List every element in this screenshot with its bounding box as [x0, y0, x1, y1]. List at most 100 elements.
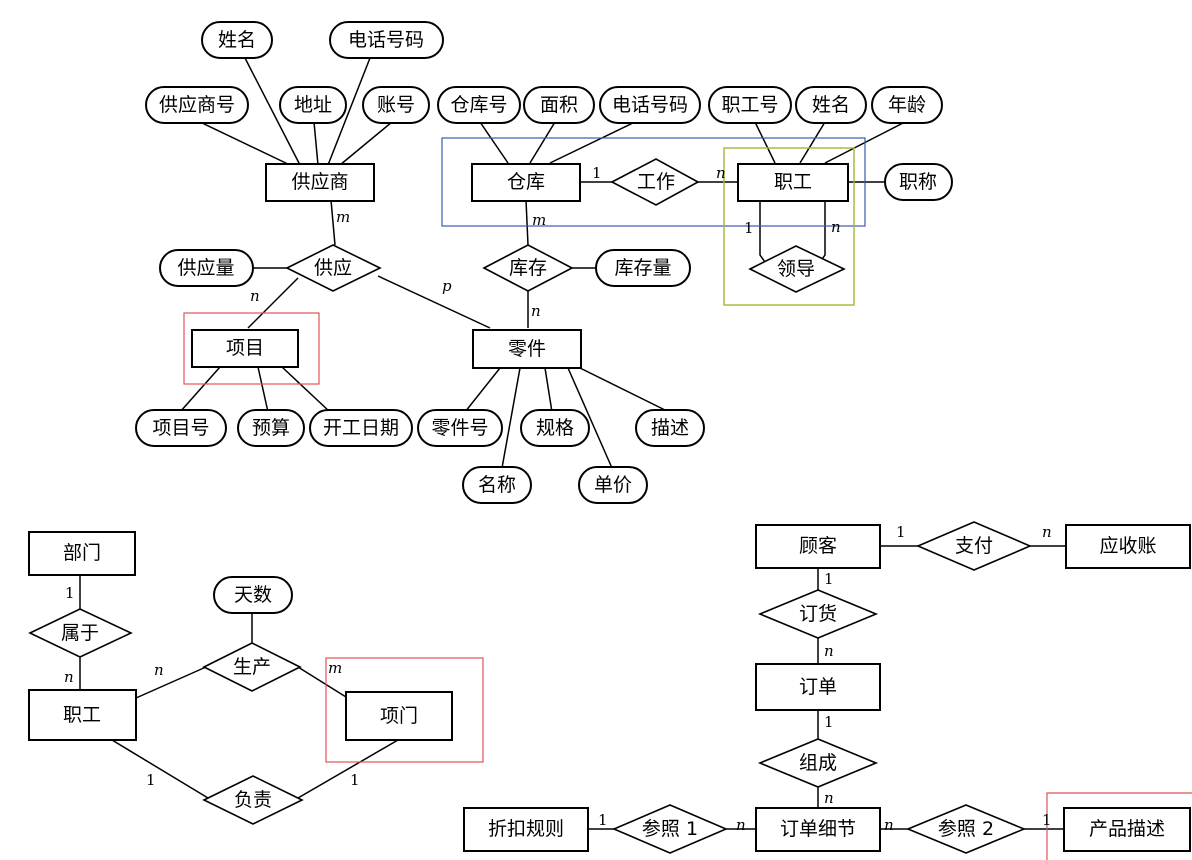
entity-department: 部门 [28, 531, 136, 576]
card-supply-project: n [250, 287, 260, 305]
svg-text:生产: 生产 [233, 656, 271, 678]
svg-text:参照 1: 参照 1 [642, 818, 698, 840]
blue-highlight-box [441, 137, 866, 227]
svg-text:职称: 职称 [899, 171, 937, 193]
svg-text:姓名: 姓名 [812, 94, 850, 116]
svg-text:零件: 零件 [508, 338, 546, 360]
svg-text:开工日期: 开工日期 [323, 417, 399, 439]
relationship-compose: 组成 [757, 738, 879, 788]
relationship-order-goods: 订货 [757, 589, 879, 639]
svg-text:属于: 属于 [61, 622, 99, 644]
card-produce-xiangmen: m [328, 659, 342, 677]
card-detail-ref2: n [884, 816, 894, 834]
svg-text:工作: 工作 [637, 171, 675, 193]
svg-text:顾客: 顾客 [799, 535, 837, 557]
card-customer-pay: 1 [896, 523, 906, 541]
card-order-compose: 1 [824, 713, 834, 731]
svg-text:年龄: 年龄 [888, 94, 926, 116]
svg-text:负责: 负责 [234, 789, 272, 811]
entity-employee-2: 职工 [28, 689, 137, 741]
svg-text:订单: 订单 [799, 676, 837, 698]
bottom-left-lines [79, 575, 399, 799]
svg-text:项门: 项门 [380, 705, 418, 727]
attribute-address: 地址 [279, 86, 347, 124]
svg-text:姓名: 姓名 [218, 29, 256, 51]
attribute-stock-qty: 库存量 [595, 249, 691, 287]
svg-text:单价: 单价 [594, 474, 632, 496]
entity-xiangmen: 项门 [345, 691, 453, 741]
svg-text:职工: 职工 [774, 171, 812, 193]
attribute-age: 年龄 [871, 86, 943, 124]
red-highlight-box-xiangmen [325, 657, 484, 763]
relationship-supply: 供应 [285, 244, 382, 292]
entity-warehouse: 仓库 [471, 163, 581, 202]
svg-text:部门: 部门 [63, 542, 101, 564]
relationship-inventory: 库存 [482, 244, 574, 292]
card-responsible-xiangmen: 1 [350, 771, 360, 789]
entity-supplier: 供应商 [265, 163, 375, 202]
svg-text:仓库: 仓库 [507, 171, 545, 193]
card-ref2-product: 1 [1042, 811, 1052, 829]
attribute-supply-qty: 供应量 [159, 249, 254, 287]
red-highlight-box-product [1046, 792, 1192, 860]
card-customer-order: 1 [824, 570, 834, 588]
attribute-name-supplier: 姓名 [201, 21, 273, 59]
card-ref1-detail: n [736, 816, 746, 834]
card-order-goods-order: n [824, 642, 834, 660]
attribute-supplier-no: 供应商号 [145, 86, 249, 124]
svg-text:产品描述: 产品描述 [1089, 818, 1165, 840]
svg-text:预算: 预算 [252, 417, 290, 439]
svg-text:账号: 账号 [377, 94, 415, 116]
card-dept-belong: 1 [65, 584, 75, 602]
svg-text:项目: 项目 [226, 337, 264, 359]
red-highlight-box-project [183, 312, 320, 385]
svg-text:供应商: 供应商 [291, 171, 348, 193]
entity-customer: 顾客 [755, 524, 881, 569]
attribute-description: 描述 [635, 409, 705, 447]
relationship-work: 工作 [610, 158, 700, 206]
attribute-days: 天数 [213, 576, 293, 614]
attribute-budget: 预算 [237, 409, 305, 447]
svg-text:应收账: 应收账 [1099, 535, 1156, 557]
attribute-title: 职称 [884, 163, 953, 201]
attribute-name-employee: 姓名 [795, 86, 867, 124]
attribute-unit-price: 单价 [578, 466, 648, 504]
svg-text:零件号: 零件号 [431, 417, 488, 439]
card-supplier-supply: m [336, 208, 350, 226]
svg-text:库存: 库存 [509, 257, 547, 279]
entity-receivable: 应收账 [1065, 524, 1191, 569]
entity-employee: 职工 [737, 163, 849, 202]
svg-text:职工号: 职工号 [721, 94, 778, 116]
card-warehouse-work: 1 [592, 164, 602, 182]
svg-text:仓库号: 仓库号 [450, 94, 507, 116]
svg-text:地址: 地址 [294, 94, 332, 116]
svg-text:项目号: 项目号 [152, 417, 209, 439]
relationship-produce: 生产 [202, 642, 302, 692]
card-employee-produce: n [154, 661, 164, 679]
svg-text:支付: 支付 [955, 535, 993, 557]
relationship-responsible: 负责 [202, 775, 304, 825]
relationship-lead: 领导 [748, 245, 846, 293]
entity-part: 零件 [472, 329, 582, 369]
attribute-account: 账号 [362, 86, 430, 124]
card-lead-one: 1 [744, 219, 754, 237]
card-lead-many: n [831, 218, 841, 236]
svg-text:电话号码: 电话号码 [612, 94, 688, 116]
attribute-employee-no: 职工号 [708, 86, 792, 124]
attribute-spec: 规格 [520, 409, 590, 447]
relationship-belong: 属于 [28, 608, 133, 658]
svg-text:组成: 组成 [799, 752, 837, 774]
relationship-ref-2: 参照 2 [905, 804, 1027, 854]
entity-product-desc: 产品描述 [1063, 807, 1191, 852]
svg-text:面积: 面积 [540, 94, 578, 116]
attribute-project-no: 项目号 [135, 409, 227, 447]
attribute-phone-warehouse: 电话号码 [599, 86, 701, 124]
svg-text:参照 2: 参照 2 [938, 818, 994, 840]
card-supply-part: p [442, 277, 452, 295]
relationship-ref-1: 参照 1 [611, 804, 729, 854]
svg-text:规格: 规格 [536, 417, 574, 439]
card-work-employee: n [716, 164, 726, 182]
svg-text:描述: 描述 [651, 417, 689, 439]
svg-text:领导: 领导 [777, 258, 815, 280]
